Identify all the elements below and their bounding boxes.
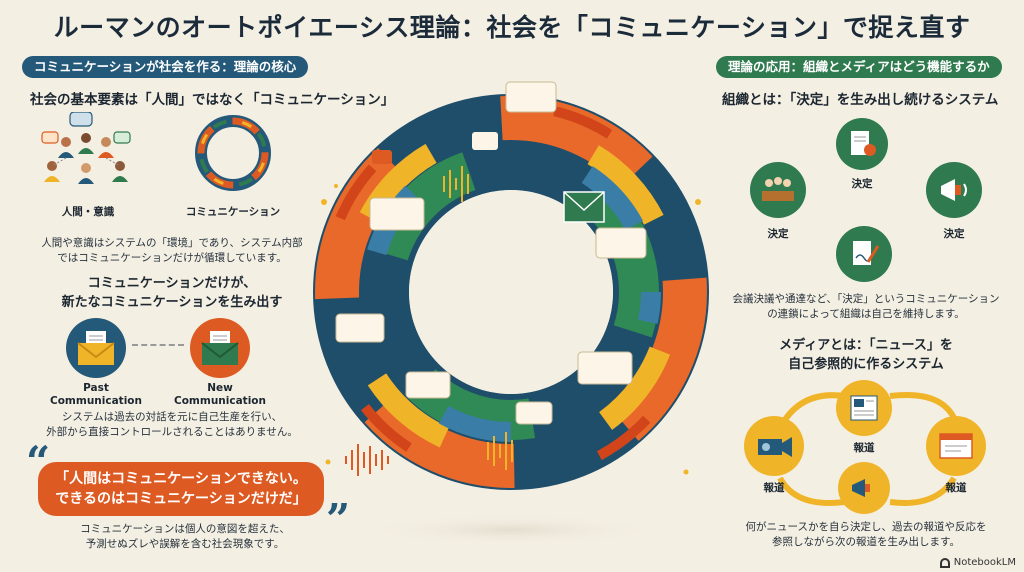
web-browser-icon [926, 416, 986, 476]
new-envelope-icon [190, 318, 250, 378]
label-past-line1: Past [83, 382, 109, 394]
left-heading-only-communication: コミュニケーションだけが、 新たなコミュニケーションを生み出す [22, 274, 322, 312]
left-desc-environment: 人間や意識はシステムの「環境」であり、システム内部 ではコミュニケーションだけが… [22, 236, 322, 265]
label-new-line1: New [207, 382, 233, 394]
left-desc-environment-line2: ではコミュニケーションだけが循環しています。 [57, 251, 287, 264]
report-label-right: 報道 [945, 482, 967, 494]
right-desc-organization: 会議決議や通達など、「決定」というコミュニケーション の連鎖によって組織は自己を… [716, 292, 1016, 321]
quote-close-mark: ” [326, 495, 351, 544]
chat-bubble-icon [335, 81, 647, 425]
right-desc2-line1: 何がニュースかを自ら決定し、過去の報道や反応を [745, 521, 987, 533]
left-desc2-line2: 外部から直接コントロールされることはありません。 [46, 425, 298, 438]
right-desc1-line1: 会議決議や通達など、「決定」というコミュニケーション [732, 293, 1000, 305]
video-camera-icon [744, 416, 804, 476]
right-heading2-line1: メディアとは：「ニュース」を [779, 338, 953, 353]
left-desc-self-production: システムは過去の対話を元に自己生産を行い、 外部から直接コントロールされることは… [22, 410, 322, 439]
label-people: 人間・意識 [61, 206, 115, 218]
people-group-icon [36, 111, 136, 198]
decision-label-right: 決定 [943, 228, 965, 240]
label-new-communication: New Communication [170, 382, 270, 408]
footer-label: NotebookLM [953, 557, 1016, 568]
right-desc-media: 何がニュースかを自ら決定し、過去の報道や反応を 参照しながら次の報道を生み出しま… [716, 520, 1016, 549]
left-desc3-line2: 予測せぬズレや誤解を含む社会現象です。 [85, 537, 285, 550]
left-desc-social-phenomenon: コミュニケーションは個人の意図を超えた、 予測せぬズレや誤解を含む社会現象です。 [40, 522, 330, 551]
past-envelope-icon [66, 318, 126, 378]
broadcast-megaphone-icon [838, 462, 890, 514]
left-desc2-line1: システムは過去の対話を元に自己生産を行い、 [61, 411, 283, 423]
media-cycle-arrows [740, 378, 1000, 518]
megaphone-icon [926, 162, 982, 218]
meeting-table-icon [750, 162, 806, 218]
right-desc1-line2: の連鎖によって組織は自己を維持します。 [767, 307, 965, 320]
left-desc-environment-line1: 人間や意識はシステムの「環境」であり、システム内部 [41, 237, 303, 249]
signing-document-icon [836, 226, 892, 282]
report-label-top: 報道 [853, 442, 875, 454]
past-to-new-arrow [132, 344, 184, 346]
left-desc3-line1: コミュニケーションは個人の意図を超えた、 [80, 523, 290, 535]
right-section-pill: 理論の応用：組織とメディアはどう機能するか [716, 56, 1002, 78]
sound-wave-decoration-icon [340, 440, 400, 480]
label-past-line2: Communication [50, 395, 142, 407]
quote-box: 「人間はコミュニケーションできない。 できるのはコミュニケーションだけだ」 [38, 462, 324, 516]
decision-label-left: 決定 [767, 228, 789, 240]
right-heading-media: メディアとは：「ニュース」を 自己参照的に作るシステム [716, 336, 1016, 374]
report-label-left: 報道 [763, 482, 785, 494]
left-section-pill: コミュニケーションが社会を作る：理論の核心 [22, 56, 309, 78]
central-autopoiesis-ring [306, 52, 716, 552]
notebooklm-logo-icon [939, 557, 950, 568]
quote-line1: 「人間はコミュニケーションできない。 [55, 471, 307, 487]
decision-label-top: 決定 [851, 178, 873, 190]
quote-line2: できるのはコミュニケーションだけだ」 [55, 491, 307, 507]
newspaper-icon [836, 380, 892, 436]
label-new-line2: Communication [174, 395, 266, 407]
label-communication: コミュニケーション [185, 206, 281, 218]
left-heading-basic-element: 社会の基本要素は「人間」ではなく「コミュニケーション」 [30, 92, 395, 108]
label-past-communication: Past Communication [46, 382, 146, 408]
right-heading-organization: 組織とは：「決定」を生み出し続けるシステム [722, 92, 999, 108]
left-heading2-line1: コミュニケーションだけが、 [87, 276, 257, 291]
right-desc2-line2: 参照しながら次の報道を生み出します。 [772, 535, 960, 548]
left-heading2-line2: 新たなコミュニケーションを生み出す [61, 295, 283, 310]
communication-ring-icon [190, 110, 276, 196]
right-heading2-line2: 自己参照的に作るシステム [788, 357, 944, 372]
document-stamp-icon [836, 118, 888, 170]
notebooklm-badge: NotebookLM [939, 557, 1016, 568]
page-title: ルーマンのオートポイエーシス理論：社会を「コミュニケーション」で捉え直す [53, 13, 971, 42]
